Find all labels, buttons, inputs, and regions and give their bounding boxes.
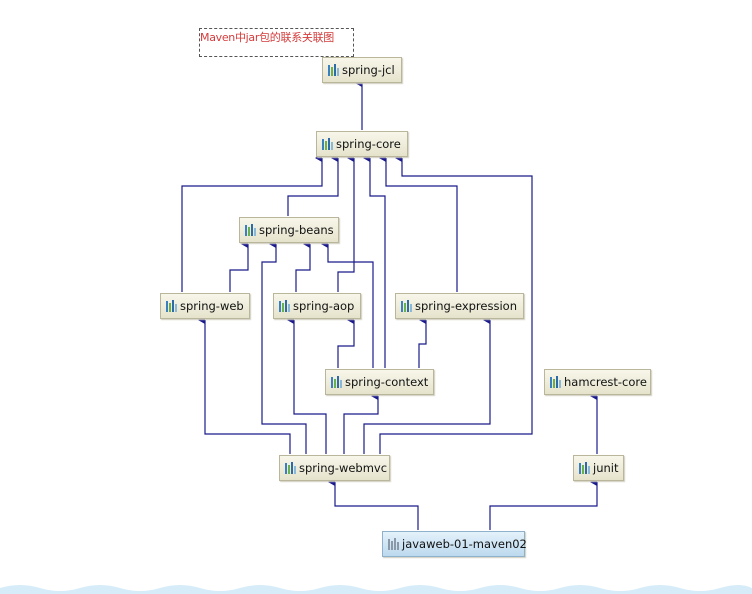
node-spring-context[interactable]: spring-context xyxy=(325,369,434,395)
jar-library-icon xyxy=(579,462,590,474)
node-spring-web[interactable]: spring-web xyxy=(160,293,250,319)
node-junit[interactable]: junit xyxy=(573,455,624,481)
node-label: junit xyxy=(593,461,619,475)
edge-web-core xyxy=(181,154,323,292)
edge-webmvc-core xyxy=(379,154,533,454)
annotation-text: Maven中jar包的联系关联图 xyxy=(200,31,334,44)
edge-context-aop xyxy=(337,316,355,368)
edge-webmvc-beans xyxy=(261,240,307,454)
node-spring-core[interactable]: spring-core xyxy=(316,131,408,157)
jar-library-icon xyxy=(166,300,177,312)
node-label: javaweb-01-maven02 xyxy=(402,537,527,551)
jar-library-icon xyxy=(328,64,339,76)
node-spring-expression[interactable]: spring-expression xyxy=(395,293,524,319)
decorative-waves xyxy=(0,585,752,594)
node-label: spring-expression xyxy=(415,299,517,313)
jar-library-icon xyxy=(285,462,296,474)
edge-web-beans xyxy=(229,240,249,292)
edge-webmvc-context xyxy=(343,392,379,454)
jar-library-icon xyxy=(279,300,290,312)
node-hamcrest-core[interactable]: hamcrest-core xyxy=(544,369,651,395)
edge-aop-core xyxy=(337,154,355,292)
node-label: spring-webmvc xyxy=(299,461,388,475)
node-root-project[interactable]: javaweb-01-maven02 xyxy=(382,531,527,557)
node-spring-webmvc[interactable]: spring-webmvc xyxy=(279,455,390,481)
edge-webmvc-expression xyxy=(363,316,491,454)
node-label: hamcrest-core xyxy=(564,375,647,389)
node-spring-aop[interactable]: spring-aop xyxy=(273,293,361,319)
edge-root-junit xyxy=(489,478,598,530)
jar-library-icon xyxy=(322,138,333,150)
edge-expression-core xyxy=(379,154,458,292)
edge-context-expression xyxy=(418,316,427,368)
edge-context-core xyxy=(363,154,386,368)
node-label: spring-beans xyxy=(259,223,334,237)
edge-aop-beans xyxy=(295,240,311,292)
node-spring-beans[interactable]: spring-beans xyxy=(239,217,339,243)
jar-library-icon xyxy=(245,224,256,236)
node-label: spring-web xyxy=(180,299,244,313)
node-spring-jcl[interactable]: spring-jcl xyxy=(322,57,402,83)
node-label: spring-jcl xyxy=(342,63,395,77)
annotation-note: Maven中jar包的联系关联图 xyxy=(199,28,354,57)
node-label: spring-context xyxy=(345,375,429,389)
edge-root-webmvc xyxy=(328,478,419,530)
edge-beans-core xyxy=(287,154,339,216)
edge-webmvc-web xyxy=(198,316,291,454)
edge-context-beans xyxy=(321,240,374,368)
node-label: spring-core xyxy=(336,137,401,151)
jar-library-icon xyxy=(331,376,342,388)
jar-library-icon xyxy=(401,300,412,312)
node-label: spring-aop xyxy=(293,299,355,313)
jar-library-icon xyxy=(550,376,561,388)
edge-webmvc-aop xyxy=(287,316,327,454)
jar-library-icon xyxy=(388,538,399,550)
